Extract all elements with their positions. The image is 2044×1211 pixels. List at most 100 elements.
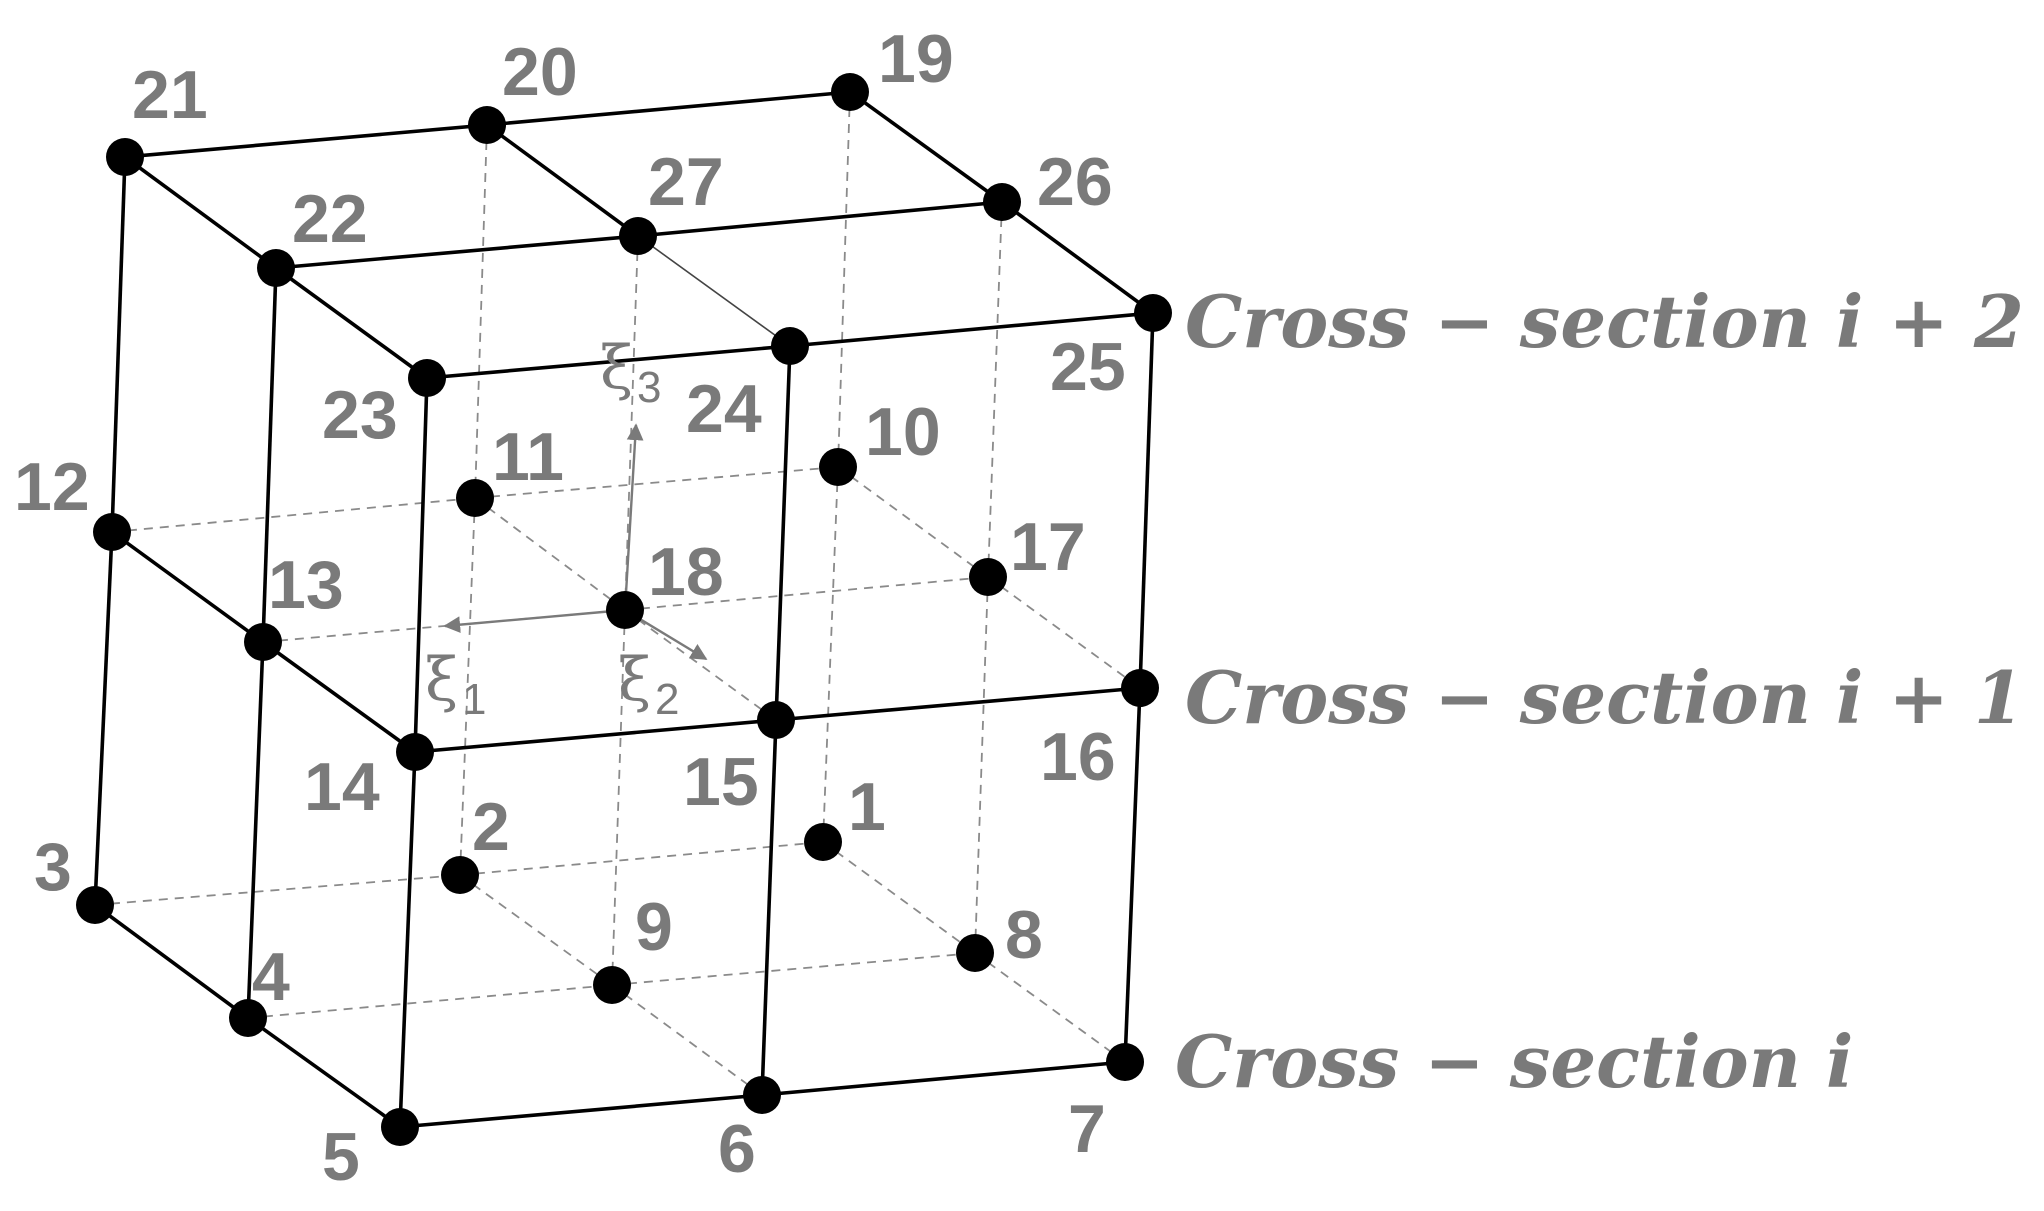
node-13 [244, 623, 282, 661]
cross-section-labels: Cross − section i + 2 Cross − section i … [1175, 279, 2024, 1104]
node-label-22: 22 [292, 181, 368, 257]
edge-4-5 [246, 1016, 402, 1129]
node-label-19: 19 [878, 21, 954, 97]
edge-3-4 [93, 903, 250, 1020]
hidden-edge-2-9 [459, 874, 613, 986]
node-label-3: 3 [34, 829, 72, 905]
node-label-17: 17 [1010, 509, 1086, 585]
hidden-edges [94, 91, 1141, 1096]
edge-27-24 [637, 235, 791, 347]
hidden-edge-19-10 [837, 91, 851, 468]
edge-13-4 [246, 641, 265, 1019]
node-label-26: 26 [1037, 144, 1113, 220]
node-25 [1134, 294, 1172, 332]
cross-section-label-i: Cross − section i [1175, 1019, 1853, 1104]
node-label-27: 27 [648, 144, 724, 220]
hidden-edge-9-6 [611, 984, 763, 1096]
hidden-edge-8-7 [974, 952, 1126, 1063]
edge-13-14 [261, 640, 417, 754]
visible-edges [93, 90, 1155, 1129]
node-20 [468, 106, 506, 144]
hidden-edge-11-10 [474, 466, 839, 499]
node-label-2: 2 [472, 789, 510, 865]
node-17 [969, 558, 1007, 596]
node-label-16: 16 [1040, 719, 1116, 795]
node-label-18: 18 [648, 534, 724, 610]
edge-26-25 [1000, 200, 1155, 315]
node-label-10: 10 [865, 394, 941, 470]
node-label-9: 9 [635, 889, 673, 965]
local-axes: ξ1 ξ2 ξ3 [425, 333, 708, 724]
node-label-7: 7 [1068, 1091, 1106, 1167]
edge-22-23 [274, 266, 429, 380]
node-6 [743, 1076, 781, 1114]
edge-14-5 [398, 751, 417, 1128]
hidden-edge-11-18 [474, 497, 626, 611]
node-14 [396, 733, 434, 771]
hidden-edge-2-1 [459, 841, 824, 876]
edge-23-14 [413, 377, 429, 753]
node-label-13: 13 [268, 547, 344, 623]
node-label-21: 21 [132, 57, 208, 133]
nodes [76, 73, 1172, 1146]
edge-21-12 [110, 156, 127, 533]
node-5 [381, 1108, 419, 1146]
hidden-edge-3-2 [94, 874, 461, 906]
edge-22-13 [261, 267, 278, 643]
node-15 [757, 701, 795, 739]
node-3 [76, 886, 114, 924]
edge-19-26 [848, 90, 1004, 204]
xi1-label: ξ1 [425, 645, 487, 724]
node-label-1: 1 [848, 769, 886, 845]
edge-12-3 [93, 531, 114, 906]
hidden-edge-17-8 [974, 576, 989, 954]
cross-section-label-i-plus-2: Cross − section i + 2 [1185, 279, 2024, 364]
hidden-edge-18-17 [624, 576, 989, 611]
node-18 [606, 591, 644, 629]
node-26 [983, 183, 1021, 221]
edge-23-24 [426, 344, 791, 380]
edge-27-26 [637, 200, 1003, 238]
edge-21-20 [124, 123, 488, 159]
node-1 [804, 823, 842, 861]
node-4 [229, 999, 267, 1037]
edge-15-16 [775, 686, 1141, 722]
edge-5-6 [399, 1093, 763, 1129]
hidden-edge-18-9 [611, 609, 626, 986]
hidden-edge-1-8 [822, 841, 976, 954]
hidden-edge-17-16 [987, 576, 1141, 689]
node-label-4: 4 [252, 939, 290, 1015]
node-21 [106, 138, 144, 176]
node-label-25: 25 [1050, 329, 1126, 405]
node-label-23: 23 [322, 377, 398, 453]
edge-24-15 [774, 345, 792, 721]
node-9 [593, 966, 631, 1004]
xi1-axis-arrow [443, 608, 626, 634]
hidden-edge-9-8 [611, 952, 976, 986]
node-label-6: 6 [718, 1111, 756, 1187]
node-12 [93, 513, 131, 551]
node-label-11: 11 [492, 419, 564, 495]
xi3-label: ξ3 [600, 333, 662, 412]
edge-14-15 [414, 718, 777, 754]
node-label-14: 14 [304, 749, 380, 825]
node-24 [771, 327, 809, 365]
edge-15-6 [760, 719, 778, 1096]
node-label-20: 20 [502, 34, 578, 110]
node-23 [408, 359, 446, 397]
hidden-edge-27-18 [624, 235, 639, 611]
node-22 [257, 249, 295, 287]
hidden-edge-4-9 [247, 984, 613, 1019]
xi3-axis-arrow [623, 423, 644, 611]
edge-21-22 [123, 155, 278, 270]
node-label-24: 24 [686, 371, 762, 447]
node-7 [1106, 1043, 1144, 1081]
hidden-edge-10-1 [822, 466, 839, 843]
edge-22-27 [275, 234, 639, 270]
node-labels: 1 2 3 4 5 6 7 8 9 10 11 12 13 14 15 16 1… [14, 21, 1126, 1195]
node-10 [819, 448, 857, 486]
node-label-5: 5 [322, 1119, 360, 1195]
edge-24-25 [789, 311, 1154, 348]
xi2-label: ξ2 [618, 645, 680, 724]
node-16 [1121, 669, 1159, 707]
